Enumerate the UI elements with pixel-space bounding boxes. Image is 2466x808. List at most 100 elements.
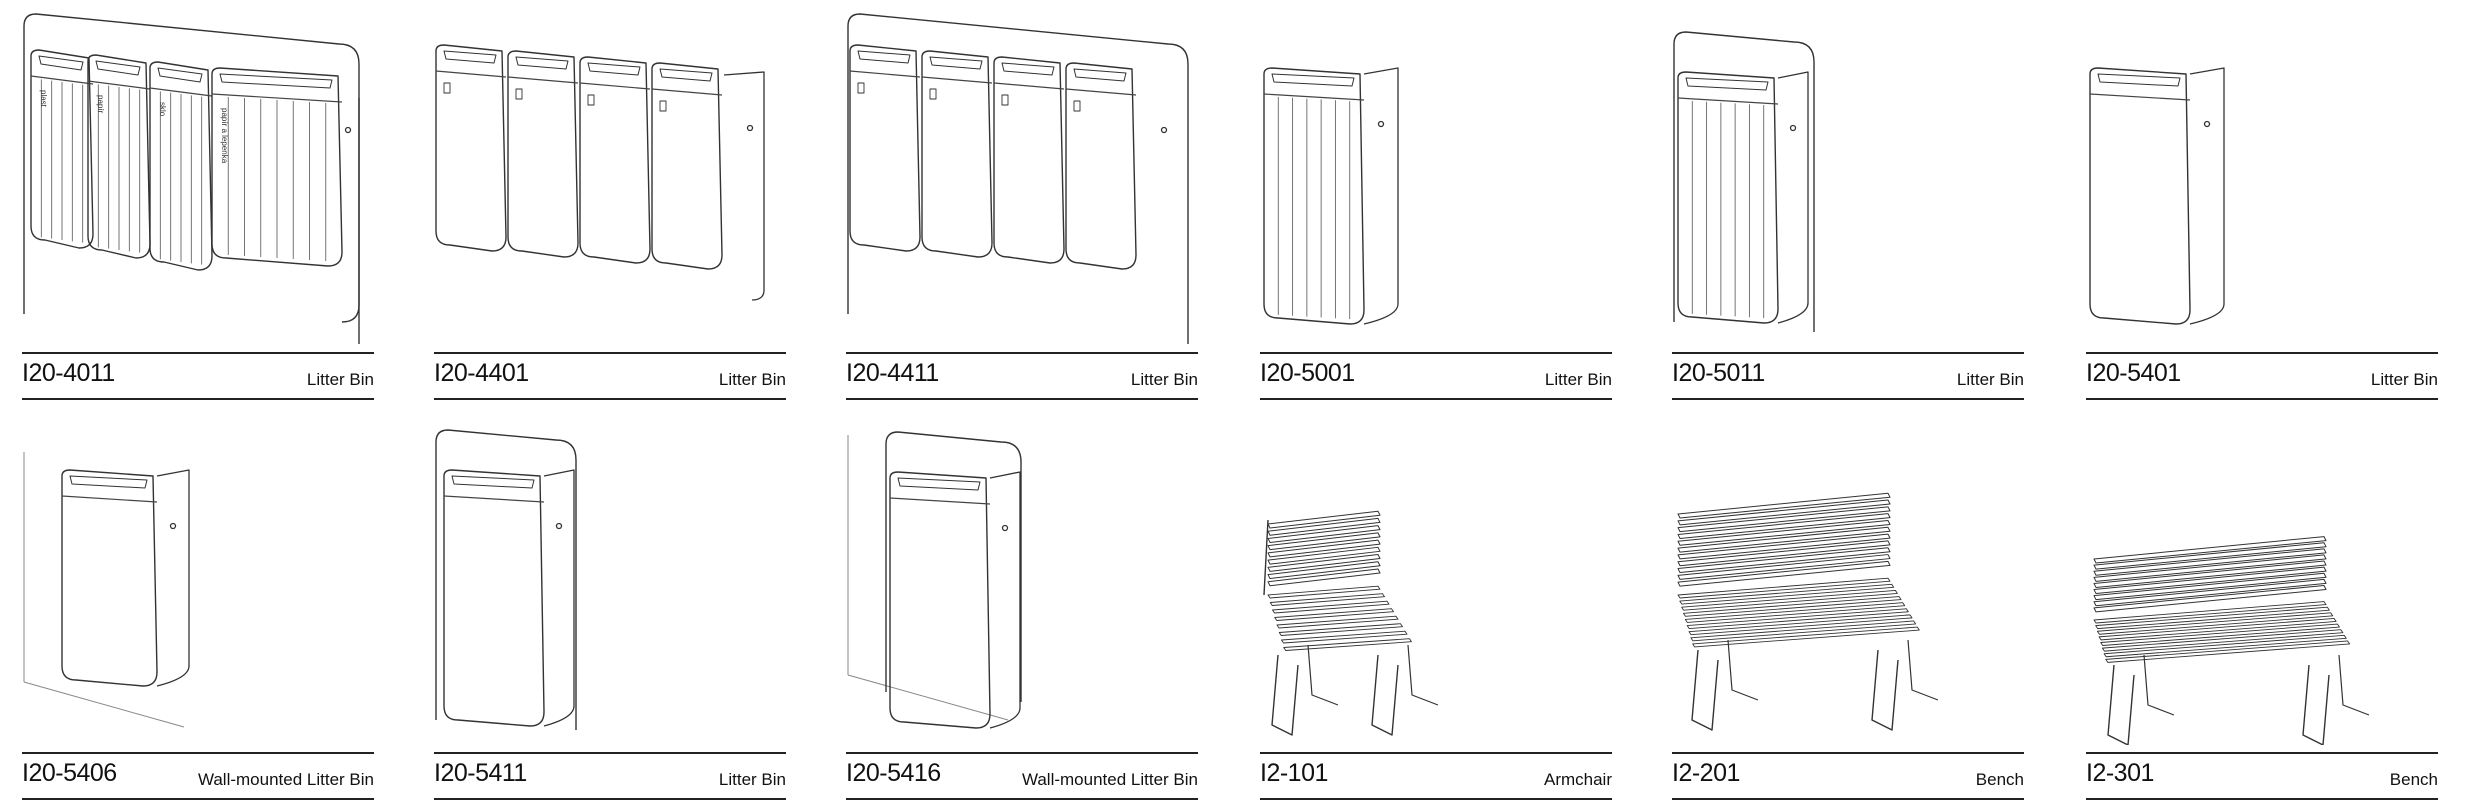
product-category: Litter Bin xyxy=(718,370,786,389)
bin-body xyxy=(87,54,151,259)
backrest-slat xyxy=(2093,584,2327,613)
lid-edge xyxy=(849,70,921,78)
seat-slat xyxy=(1272,600,1390,614)
backrest-slat xyxy=(1677,499,1891,526)
seat-slat xyxy=(1677,577,1891,599)
leg-frame xyxy=(1871,649,1899,731)
lid-edge xyxy=(651,88,723,96)
product-category: Litter Bin xyxy=(1544,370,1612,389)
seat-slat xyxy=(1283,638,1412,651)
product-category: Bench xyxy=(1975,770,2024,789)
lid-edge xyxy=(30,75,94,85)
divider xyxy=(434,752,786,754)
bin-side xyxy=(2189,67,2225,325)
lock-icon xyxy=(169,522,177,530)
divider xyxy=(846,398,1198,400)
bin-body xyxy=(651,62,723,270)
product-category: Litter Bin xyxy=(1130,370,1198,389)
bin-opening xyxy=(515,56,569,70)
bin-side xyxy=(543,469,575,727)
backrest-slat xyxy=(2093,542,2327,570)
backrest-slat xyxy=(2093,572,2327,601)
divider xyxy=(1260,752,1612,754)
bin-body xyxy=(849,44,921,252)
product-category: Litter Bin xyxy=(306,370,374,389)
divider xyxy=(22,398,374,400)
backrest-slat xyxy=(1677,513,1891,539)
seat-slat xyxy=(1679,583,1895,605)
bin-opening xyxy=(157,67,203,83)
backrest-slat xyxy=(1677,533,1891,560)
bin-frame xyxy=(847,13,1189,344)
bin-frame xyxy=(435,429,577,730)
product-category: Wall-mounted Litter Bin xyxy=(1021,770,1198,789)
lock-icon xyxy=(1377,120,1385,128)
bin-body xyxy=(1263,67,1365,325)
divider xyxy=(2086,352,2438,354)
bin-opening xyxy=(95,60,141,76)
waste-type-icon xyxy=(515,88,523,100)
divider xyxy=(1672,798,2024,800)
seat-slat xyxy=(1690,620,1917,642)
bin-opening xyxy=(2097,73,2181,87)
backrest-slat xyxy=(1677,560,1891,587)
lock-icon xyxy=(746,124,754,132)
lid-edge xyxy=(211,93,343,103)
bin-frame xyxy=(23,13,360,344)
product-code: I20-5406 xyxy=(22,759,117,787)
bin-opening xyxy=(219,73,333,89)
leg-frame xyxy=(1271,654,1299,736)
seat-slat xyxy=(1274,608,1394,621)
bin-opening xyxy=(1001,62,1055,76)
backrest-slat xyxy=(1267,532,1381,551)
lid-edge xyxy=(579,82,651,90)
divider xyxy=(434,798,786,800)
backrest-slat xyxy=(1677,540,1891,567)
bin-frame xyxy=(885,431,1022,702)
product-code: I20-4011 xyxy=(22,359,115,387)
backrest-slat xyxy=(1677,526,1891,553)
floor-edge xyxy=(847,674,1009,721)
product-illustration xyxy=(435,44,765,301)
product-illustration xyxy=(847,13,1189,344)
waste-type-icon xyxy=(857,82,865,94)
bin-opening xyxy=(451,475,535,489)
backrest-slat xyxy=(1267,561,1381,580)
bin-opening xyxy=(1073,68,1127,82)
seat-slat xyxy=(2098,618,2337,641)
lid-edge xyxy=(443,495,545,503)
product-illustration xyxy=(1677,492,1939,731)
product-illustration xyxy=(847,431,1022,729)
waste-type-icon xyxy=(1001,94,1009,106)
seat-slat xyxy=(2095,606,2330,630)
seat-slat xyxy=(2103,634,2347,658)
bin-side xyxy=(341,98,360,323)
bin-frame xyxy=(1673,31,1815,332)
waste-type-label: plast xyxy=(39,90,48,108)
seat-slat xyxy=(2096,612,2334,635)
leg-frame xyxy=(1371,654,1399,736)
product-illustration xyxy=(23,452,190,728)
floor-edge xyxy=(23,681,185,728)
divider xyxy=(2086,752,2438,754)
seat-slat xyxy=(1281,630,1408,644)
lid-edge xyxy=(2089,93,2191,101)
product-illustration xyxy=(2089,67,2225,325)
bin-opening xyxy=(38,55,84,71)
armrest xyxy=(1263,519,1269,596)
seat-slat xyxy=(1269,593,1385,606)
waste-type-icon xyxy=(1073,100,1081,112)
seat-slat xyxy=(1278,623,1403,636)
